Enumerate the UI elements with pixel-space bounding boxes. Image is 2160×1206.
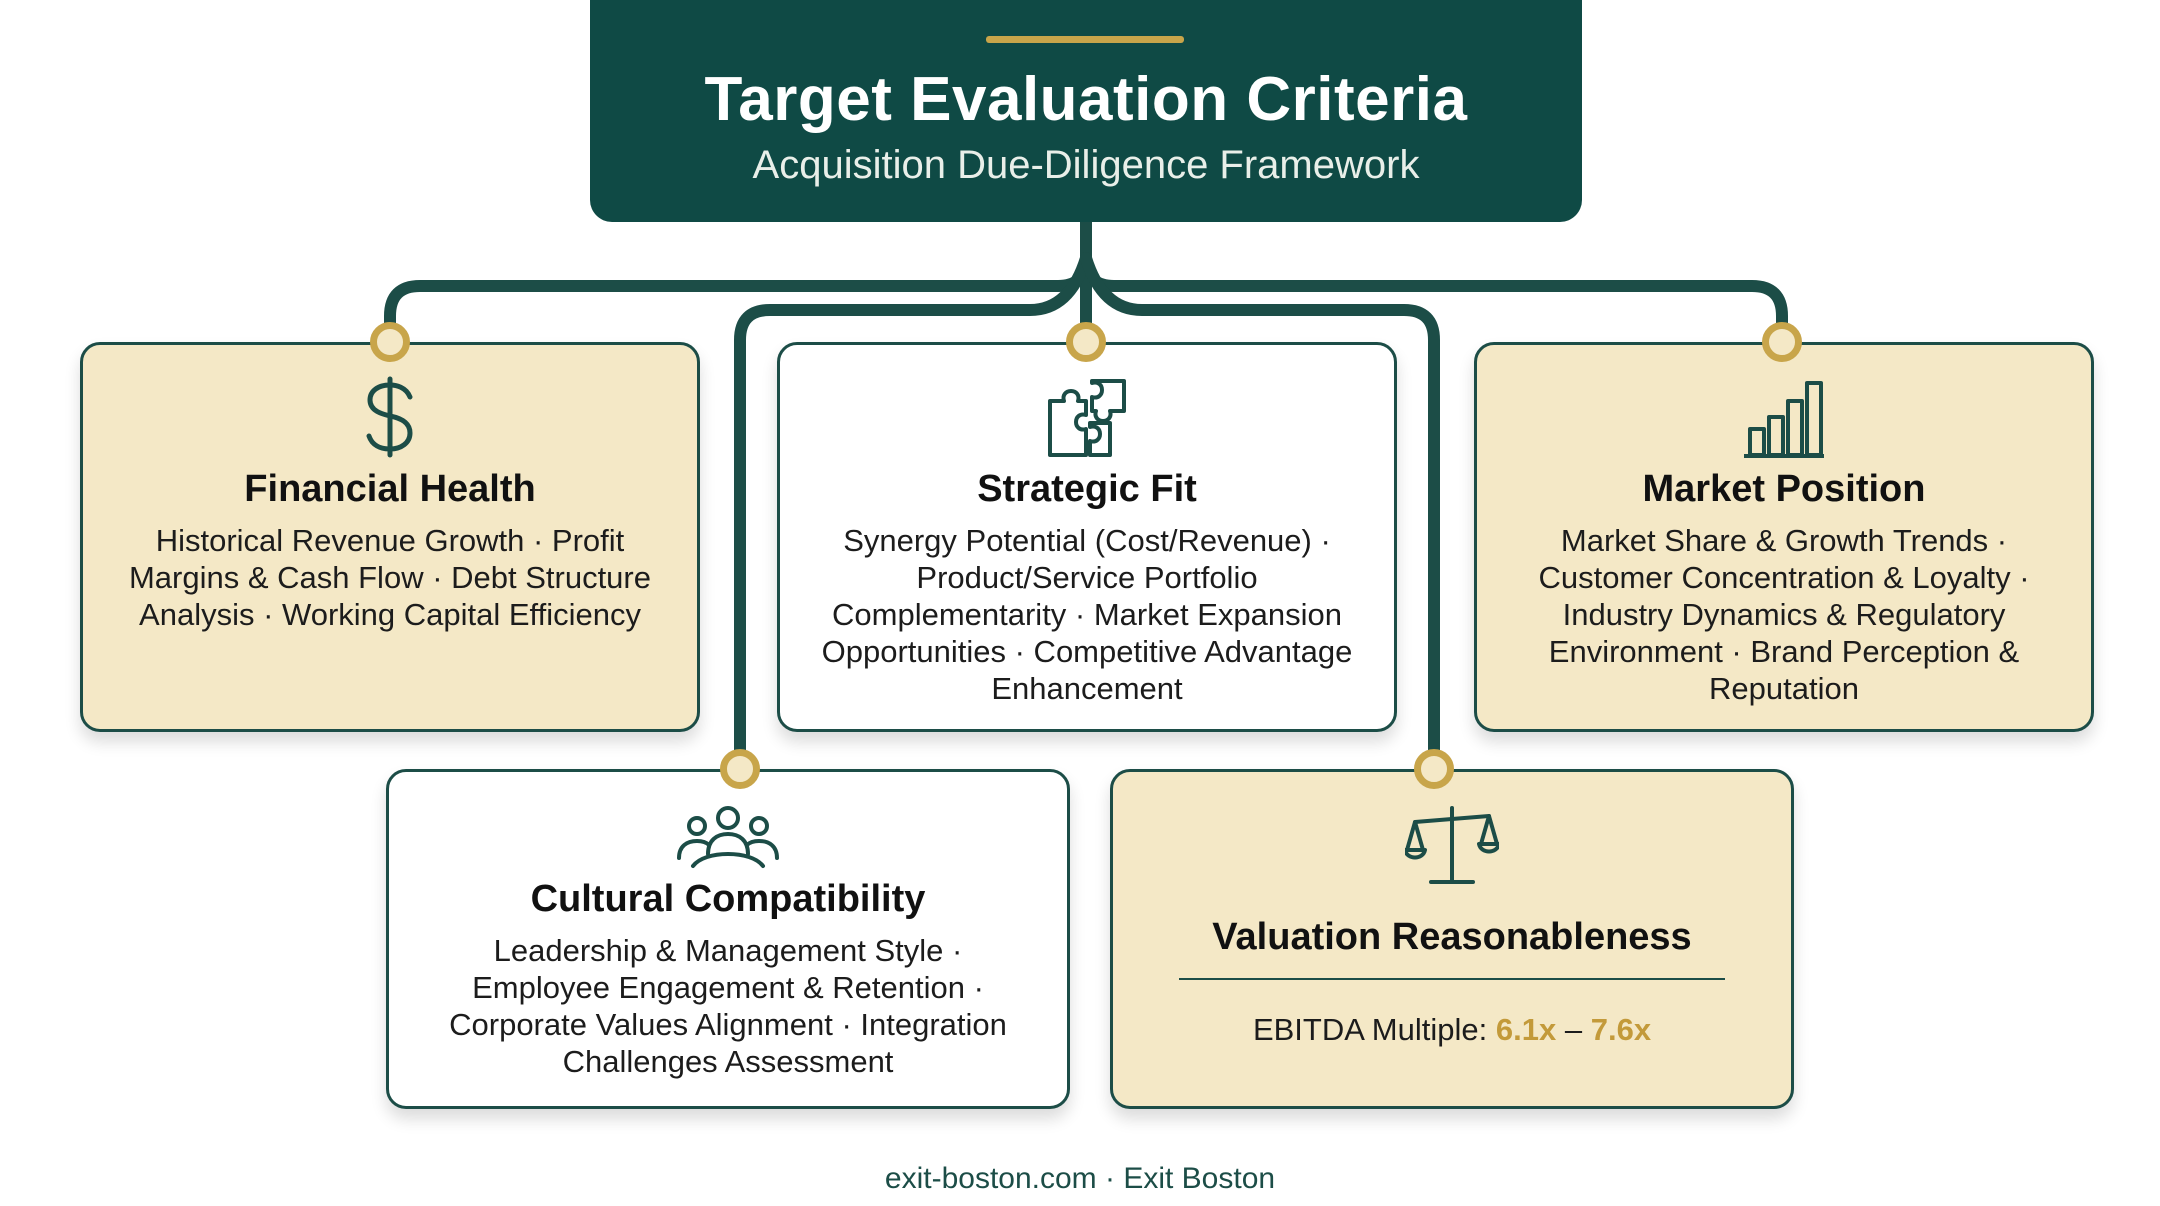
connector-market <box>1080 216 1788 348</box>
range-separator: – <box>1564 1012 1583 1047</box>
connector-node-market <box>1762 322 1802 362</box>
puzzle-icon <box>1046 377 1128 464</box>
card-title: Financial Health <box>244 468 536 510</box>
card-title: Cultural Compatibility <box>530 878 926 920</box>
connector-node-strategic <box>1066 322 1106 362</box>
people-icon <box>675 804 781 875</box>
card-strategic-fit: Strategic Fit Synergy Potential (Cost/Re… <box>777 342 1397 732</box>
connector-financial <box>384 216 1092 348</box>
bar-chart-icon <box>1742 379 1826 464</box>
multiple-low-value: 6.1x <box>1495 1012 1557 1047</box>
card-valuation-reasonableness: Valuation Reasonableness EBITDA Multiple… <box>1110 769 1794 1109</box>
card-description: Leadership & Management Style · Employee… <box>449 933 1007 1079</box>
ebitda-multiple-line: EBITDA Multiple: 6.1x – 7.6x <box>1113 1012 1791 1048</box>
card-financial-health: Financial Health Historical Revenue Grow… <box>80 342 700 732</box>
scale-icon <box>1403 804 1501 893</box>
card-description: Synergy Potential (Cost/Revenue) · Produ… <box>821 523 1353 706</box>
card-title: Valuation Reasonableness <box>1212 916 1692 958</box>
header-banner: Target Evaluation Criteria Acquisition D… <box>590 0 1582 222</box>
card-title: Market Position <box>1642 468 1926 510</box>
card-title: Strategic Fit <box>977 468 1197 510</box>
connector-node-valuation <box>1414 749 1454 789</box>
multiple-high-value: 7.6x <box>1590 1012 1652 1047</box>
header-accent-bar <box>986 36 1184 43</box>
card-divider <box>1179 978 1725 980</box>
page-subtitle: Acquisition Due-Diligence Framework <box>752 143 1420 187</box>
connector-node-financial <box>370 322 410 362</box>
card-description: Market Share & Growth Trends · Customer … <box>1538 523 2030 706</box>
page-title: Target Evaluation Criteria <box>704 65 1468 134</box>
connector-node-cultural <box>720 749 760 789</box>
metric-label: EBITDA Multiple: <box>1252 1012 1488 1047</box>
card-description: Historical Revenue Growth · Profit Margi… <box>128 523 651 632</box>
footer-credit: exit-boston.com · Exit Boston <box>884 1162 1276 1195</box>
card-cultural-compatibility: Cultural Compatibility Leadership & Mana… <box>386 769 1070 1109</box>
dollar-icon <box>360 375 420 464</box>
card-market-position: Market Position Market Share & Growth Tr… <box>1474 342 2094 732</box>
